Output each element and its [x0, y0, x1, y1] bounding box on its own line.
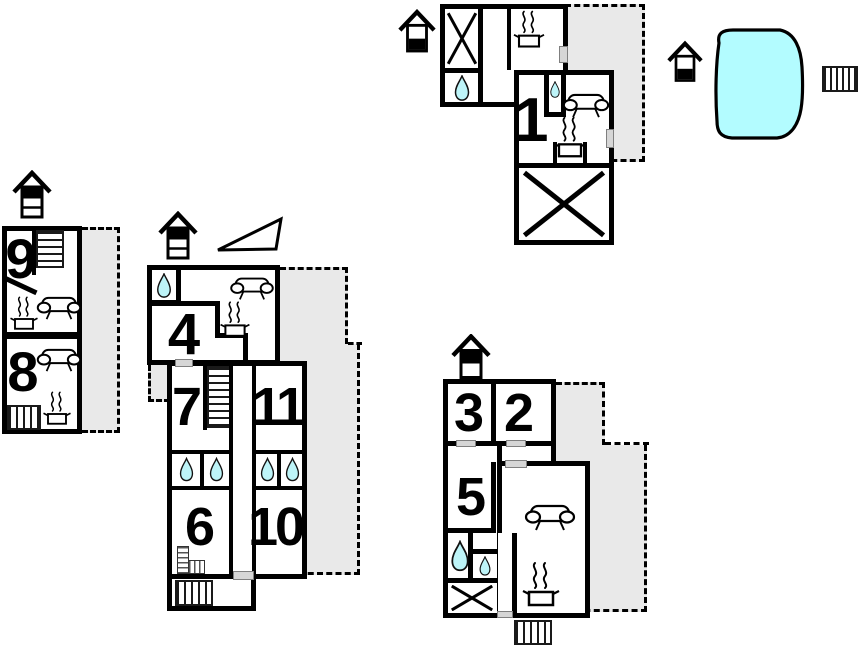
terrace-middle-step-dash — [348, 342, 362, 345]
stove-icon — [42, 388, 72, 428]
wall — [32, 231, 36, 275]
wall — [553, 142, 557, 163]
stairs-icon — [514, 620, 552, 645]
stove-icon — [520, 560, 562, 608]
stove-icon — [9, 294, 39, 332]
room-6-label: 6 — [184, 497, 216, 557]
stairs-icon — [207, 366, 231, 428]
pool-ladder-icon — [822, 66, 858, 92]
house-marker-icon — [157, 211, 199, 261]
wall — [200, 450, 204, 490]
wall — [243, 338, 248, 361]
door — [606, 129, 614, 148]
stove-icon — [512, 9, 546, 49]
water-drop-icon — [284, 457, 301, 482]
wall — [277, 450, 281, 490]
cross-icon — [447, 11, 477, 66]
room-7-label: 7 — [172, 377, 203, 437]
room-10-label: 10 — [248, 497, 305, 557]
wall — [544, 112, 566, 117]
wall — [544, 75, 549, 117]
stairs-icon — [177, 546, 189, 574]
wall — [473, 549, 497, 554]
wall — [2, 332, 82, 339]
swimming-pool — [714, 28, 805, 140]
water-drop-icon — [155, 273, 173, 298]
water-drop-icon — [452, 75, 472, 101]
house-marker-icon — [667, 40, 703, 85]
door — [456, 440, 476, 447]
room-4-label: 4 — [167, 302, 201, 367]
room-11-label: 11 — [252, 377, 306, 437]
wall — [445, 68, 478, 73]
wall — [507, 9, 511, 70]
wall — [215, 301, 220, 338]
wall — [491, 462, 496, 533]
door — [497, 611, 513, 618]
water-drop-icon — [208, 457, 225, 482]
water-drop-icon — [449, 540, 471, 572]
house-marker-icon — [398, 9, 436, 55]
room-5-label: 5 — [455, 467, 487, 527]
sofa-icon — [524, 503, 576, 533]
sofa-icon — [36, 295, 82, 322]
terrace-bottom-step-dash — [605, 442, 649, 445]
door — [506, 440, 526, 447]
room-1-label: 1 — [514, 86, 549, 155]
wall — [491, 384, 496, 441]
door — [233, 571, 254, 580]
wall — [478, 9, 483, 102]
door — [175, 359, 193, 367]
wall — [448, 578, 497, 583]
door — [559, 46, 568, 63]
wall-corridor-left — [229, 366, 233, 574]
cross-icon — [521, 170, 607, 238]
wall — [203, 366, 207, 430]
terrace-bottom-house-upper — [556, 382, 605, 445]
wall — [176, 270, 181, 304]
wall — [561, 75, 566, 117]
water-drop-icon — [259, 457, 276, 482]
house-marker-icon — [451, 334, 491, 381]
water-drop-icon — [478, 556, 492, 576]
wall-corridor-right — [252, 366, 256, 574]
wall — [152, 301, 220, 306]
stove-icon — [219, 299, 251, 339]
stairs-icon — [36, 230, 64, 268]
cross-icon — [450, 585, 494, 611]
wall — [448, 528, 496, 533]
room-2-label: 2 — [503, 383, 535, 443]
door — [505, 460, 527, 468]
stove-icon — [551, 115, 589, 159]
room-8-label: 8 — [7, 340, 39, 403]
wall — [468, 533, 473, 583]
wall — [583, 142, 587, 163]
terrace-left-house — [82, 227, 120, 433]
house-marker-icon — [11, 170, 53, 220]
wall — [512, 533, 517, 613]
water-drop-icon — [178, 457, 195, 482]
water-drop-icon — [549, 81, 561, 98]
sofa-icon — [36, 347, 82, 374]
roof-wedge-icon — [217, 216, 283, 252]
room-3-label: 3 — [453, 383, 485, 443]
wall-patch — [498, 533, 502, 613]
stairs-icon — [7, 405, 41, 430]
stairs-icon — [188, 560, 205, 574]
terrace-middle-house-upper — [280, 267, 348, 344]
stairs-icon — [175, 580, 213, 606]
terrace-middle-house-notch — [148, 365, 170, 402]
